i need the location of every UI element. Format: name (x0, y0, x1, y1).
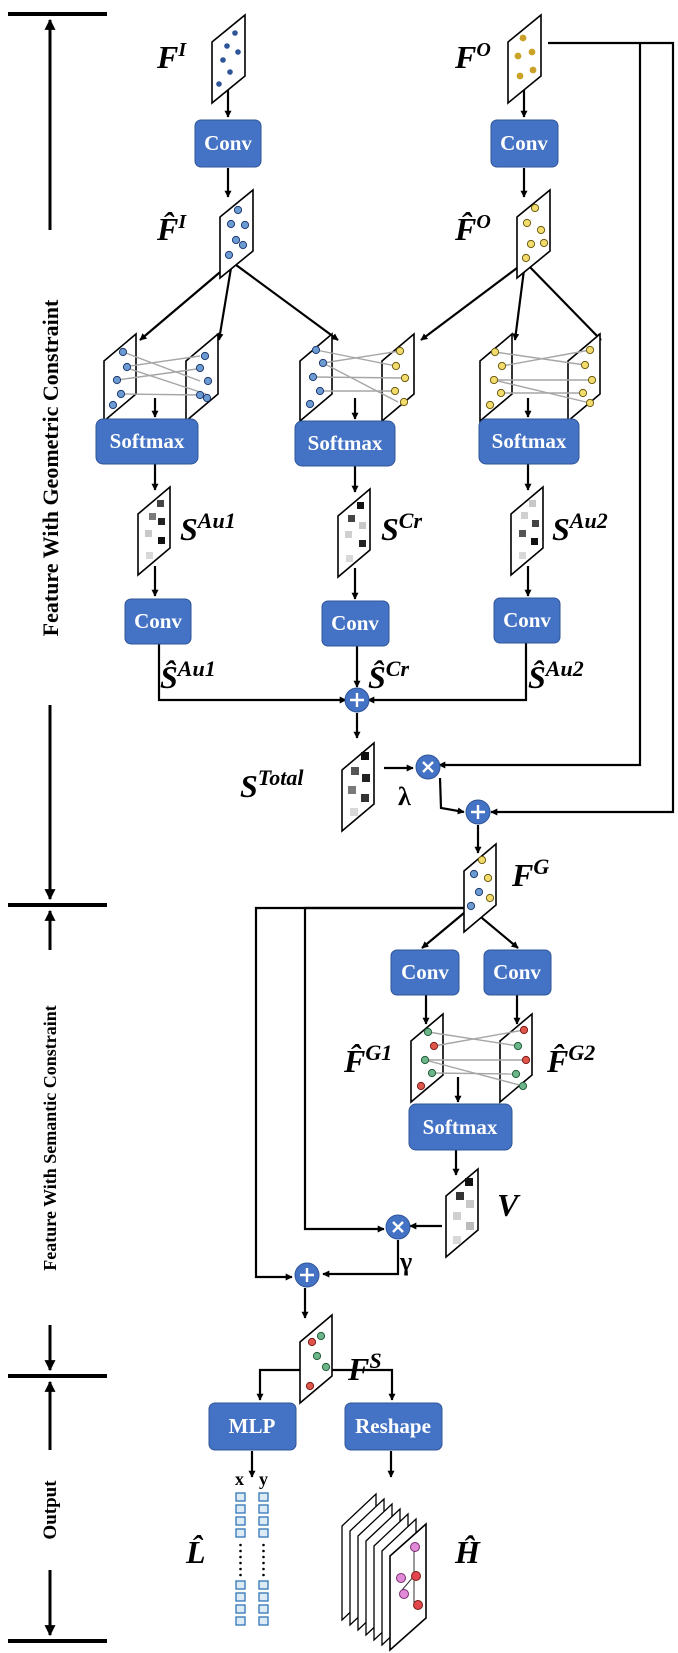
attention-pair-output (479, 332, 601, 423)
svg-text:Conv: Conv (134, 609, 182, 633)
label-gamma: γ (399, 1247, 412, 1276)
svg-text:Softmax: Softmax (110, 429, 185, 453)
similarity-map-au2 (510, 485, 544, 577)
attention-pair-input (103, 332, 219, 423)
label-h-hat: Ĥ (454, 1534, 481, 1570)
softmax-block-cross: Softmax (294, 420, 396, 467)
label-f-hat-input: F̂I (156, 211, 187, 247)
similarity-map-au1 (137, 485, 171, 577)
conv-block-g2: Conv (483, 949, 552, 996)
label-lambda: λ (398, 782, 411, 811)
svg-text:Softmax: Softmax (308, 431, 383, 455)
add-operator-scores (344, 687, 370, 713)
multiply-operator-lambda (415, 754, 441, 780)
section-label-semantic: Feature With Semantic Constraint (40, 1005, 60, 1271)
label-s-hat-au1: ŜAu1 (160, 656, 216, 695)
label-s-au1: SAu1 (180, 508, 236, 547)
svg-text:MLP: MLP (229, 1414, 276, 1438)
conv-block-cross: Conv (321, 600, 390, 647)
svg-text:Conv: Conv (204, 131, 252, 155)
label-l-hat: L̂ (185, 1534, 206, 1570)
svg-text:Reshape: Reshape (355, 1414, 431, 1438)
svg-text:Conv: Conv (503, 608, 551, 632)
softmax-block-au1: Softmax (95, 418, 199, 465)
connections (139, 41, 675, 1478)
landmark-coordinates: x y (235, 1469, 269, 1626)
feature-map-refined-output (516, 188, 551, 280)
attention-pair-cross (299, 332, 415, 423)
similarity-map-total (341, 741, 375, 833)
conv-block-g1: Conv (390, 949, 460, 996)
add-operator-semantic (294, 1262, 320, 1288)
label-f-hat-g1: F̂G1 (343, 1040, 392, 1079)
label-s-hat-au2: ŜAu2 (528, 656, 584, 695)
section-label-output: Output (40, 1480, 61, 1540)
svg-text:Softmax: Softmax (423, 1115, 498, 1139)
coord-x-label: x (235, 1469, 244, 1489)
svg-text:Conv: Conv (493, 960, 541, 984)
feature-map-output (507, 13, 542, 105)
label-f-hat-g2: F̂G2 (546, 1040, 595, 1079)
svg-text:Softmax: Softmax (492, 429, 567, 453)
add-operator-geometric (465, 799, 491, 825)
reshape-block: Reshape (344, 1402, 443, 1451)
conv-block-input: Conv (194, 119, 262, 168)
section-label-geometric: Feature With Geometric Constraint (38, 299, 63, 636)
label-f-input: FI (156, 39, 187, 75)
feature-map-refined-input (219, 188, 254, 280)
attention-pair-semantic (410, 1012, 533, 1104)
label-s-au2: SAu2 (552, 508, 608, 547)
multiply-operator-gamma (385, 1214, 411, 1240)
label-f-hat-output: F̂O (454, 211, 491, 247)
label-s-cross: SCr (381, 508, 422, 547)
label-v: V (497, 1187, 521, 1223)
feature-map-semantic (299, 1313, 333, 1405)
feature-map-input (211, 13, 246, 105)
conv-block-output: Conv (490, 119, 559, 168)
softmax-block-au2: Softmax (478, 418, 580, 465)
label-f-geometric: FG (511, 854, 549, 893)
section-bar: Feature With Geometric Constraint Featur… (8, 12, 107, 1643)
heatmap-stack (341, 1492, 427, 1652)
conv-block-au1: Conv (124, 598, 192, 645)
feature-map-geometric (463, 842, 497, 934)
label-s-total: STotal (240, 765, 304, 804)
softmax-block-semantic: Softmax (408, 1103, 513, 1151)
coord-y-label: y (259, 1469, 268, 1489)
conv-block-au2: Conv (493, 597, 561, 644)
similarity-map-cross (337, 487, 371, 579)
mlp-block: MLP (208, 1402, 297, 1451)
svg-text:Conv: Conv (401, 960, 449, 984)
similarity-map-semantic (445, 1167, 479, 1259)
label-s-hat-cross: ŜCr (368, 656, 409, 695)
label-f-semantic: FS (347, 1348, 382, 1387)
svg-text:Conv: Conv (500, 131, 548, 155)
label-f-output: FO (454, 39, 491, 75)
svg-text:Conv: Conv (331, 611, 379, 635)
